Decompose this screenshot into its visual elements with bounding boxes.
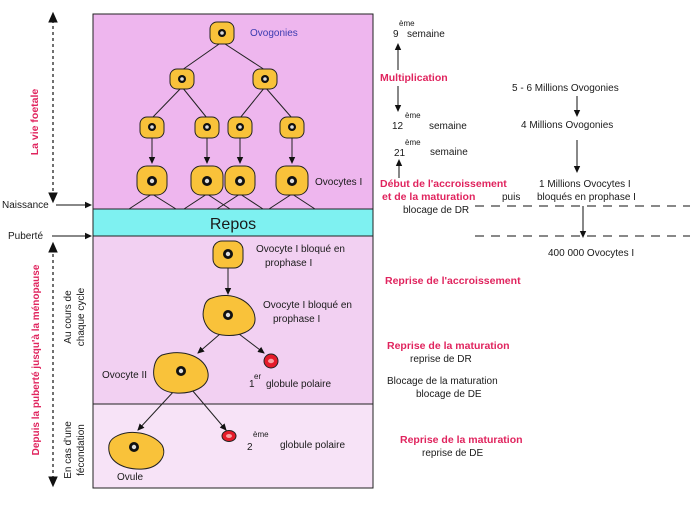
repos-band <box>92 208 374 237</box>
ovogonie-cells <box>139 21 305 139</box>
week-9-num: 9 <box>393 29 399 40</box>
blocked-ovocyte-2-line2: prophase I <box>273 314 320 325</box>
second-polar-num: 2 <box>247 442 253 453</box>
first-polar-sup: er <box>254 372 261 381</box>
division-arrows <box>137 138 296 431</box>
left-timeline <box>48 11 58 488</box>
count-5-6-millions: 5 - 6 Millions Ovogonies <box>512 83 619 94</box>
week-21-label: semaine <box>430 147 468 158</box>
ovocytes-i-label: Ovocytes I <box>315 177 362 188</box>
blocage-de-label: blocage de DE <box>416 389 482 400</box>
reprise-accroissement-label: Reprise de l'accroissement <box>385 275 521 287</box>
repos-label: Repos <box>210 216 256 233</box>
blocked-ovocyte-2-line1: Ovocyte I bloqué en <box>263 300 352 311</box>
week-21-num: 21 <box>394 148 406 159</box>
week-21-sup: ème <box>405 138 421 147</box>
week-12-sup: ème <box>405 111 421 120</box>
reprise-maturation-1-label: Reprise de la maturation <box>387 340 510 352</box>
week-12-label: semaine <box>429 121 467 132</box>
count-1-million-line1: 1 Millions Ovocytes I <box>539 179 631 190</box>
puberte-label: Puberté <box>8 231 43 242</box>
fecondation-label-2: fécondation <box>76 424 87 476</box>
week-9-sup: ème <box>399 19 415 28</box>
reprise-de-label: reprise de DE <box>422 448 483 459</box>
count-4-millions: 4 Millions Ovogonies <box>521 120 613 131</box>
cycle-label-2: chaque cycle <box>76 287 87 346</box>
count-1-million-line2: bloqués en prophase I <box>537 192 636 203</box>
week-9-label: semaine <box>407 29 445 40</box>
first-polar-label: globule polaire <box>266 379 331 390</box>
multiplication-label: Multiplication <box>380 72 448 84</box>
blocage-maturation-label: Blocage de la maturation <box>387 376 498 387</box>
cycle-label-1: Au cours de <box>63 290 74 344</box>
week-12-num: 12 <box>392 121 404 132</box>
blocage-dr-label: blocage de DR <box>403 205 469 216</box>
fecondation-label-1: En cas d'une <box>63 421 74 479</box>
fetal-life-label: La vie foetale <box>29 89 41 156</box>
reprise-maturation-2-label: Reprise de la maturation <box>400 434 523 446</box>
ovogonies-label: Ovogonies <box>250 28 298 39</box>
ovule-label: Ovule <box>117 472 144 483</box>
blocked-ovocyte-1-line1: Ovocyte I bloqué en <box>256 244 345 255</box>
second-polar-sup: ème <box>253 430 269 439</box>
puberty-menopause-label: Depuis la puberté jusqu'à la ménopause <box>31 264 42 455</box>
first-polar-num: 1 <box>249 379 255 390</box>
second-polar-label: globule polaire <box>280 440 345 451</box>
blocked-ovocyte-1-line2: prophase I <box>265 258 312 269</box>
ovocyte-i-row <box>136 165 309 196</box>
debut-label-2: et de la maturation <box>382 191 475 203</box>
count-400000: 400 000 Ovocytes I <box>548 248 634 259</box>
debut-puis: puis <box>502 192 520 203</box>
debut-label-1: Début de l'accroissement <box>380 178 507 190</box>
reprise-dr-label: reprise de DR <box>410 354 472 365</box>
ovocyte-ii-label: Ovocyte II <box>102 370 147 381</box>
naissance-label: Naissance <box>2 200 49 211</box>
